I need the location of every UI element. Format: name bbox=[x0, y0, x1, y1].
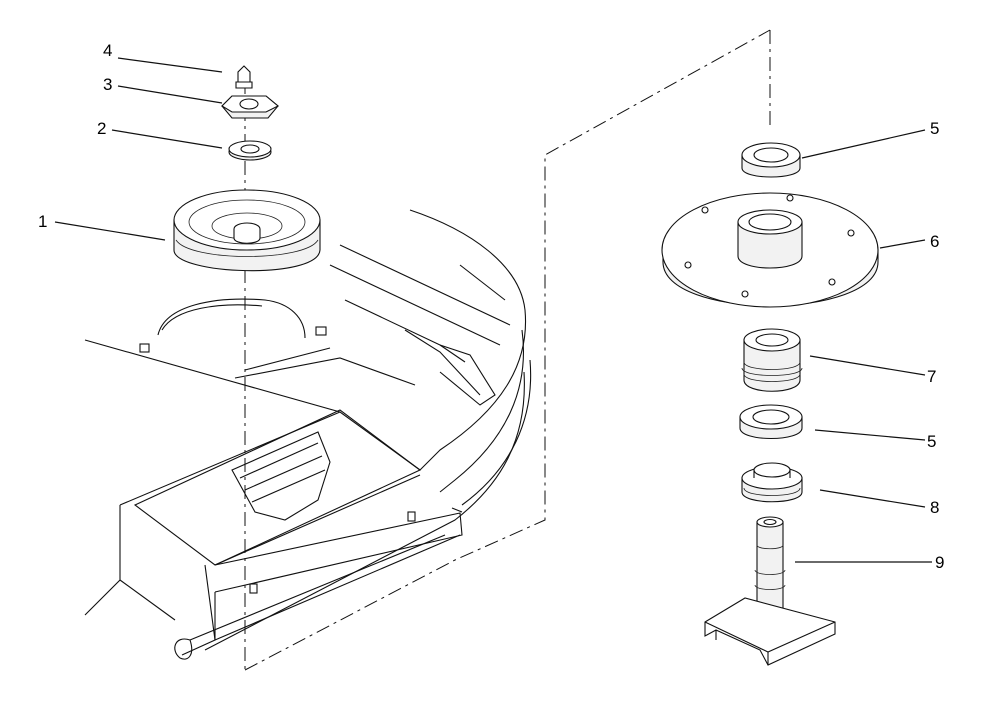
leader-lines bbox=[54, 57, 932, 563]
callout-labels: 4 3 2 1 5 6 7 5 8 9 bbox=[38, 41, 944, 572]
grease-fitting-part-4 bbox=[235, 65, 253, 89]
callout-5-lower: 5 bbox=[927, 432, 936, 451]
callout-8: 8 bbox=[930, 498, 939, 517]
callout-7: 7 bbox=[927, 367, 936, 386]
callout-1: 1 bbox=[38, 212, 47, 231]
bearing-part-7 bbox=[741, 328, 803, 392]
section-break-line bbox=[244, 29, 771, 671]
callout-6: 6 bbox=[930, 232, 939, 251]
callout-4: 4 bbox=[103, 41, 112, 60]
spindle-shaft-part-9 bbox=[704, 516, 836, 666]
bearing-cup-part-5-top bbox=[741, 142, 801, 178]
callout-9: 9 bbox=[935, 553, 944, 572]
spindle-housing-part-6 bbox=[661, 192, 879, 308]
callout-2: 2 bbox=[97, 119, 106, 138]
callout-3: 3 bbox=[103, 75, 112, 94]
mower-deck-housing bbox=[84, 209, 532, 660]
seal-part-8 bbox=[741, 462, 803, 503]
hex-nut-part-3 bbox=[221, 95, 279, 119]
pulley-part-1 bbox=[173, 189, 321, 272]
washer-part-2 bbox=[228, 140, 272, 161]
bearing-cup-part-5-lower bbox=[739, 404, 803, 440]
callout-5-top: 5 bbox=[930, 119, 939, 138]
